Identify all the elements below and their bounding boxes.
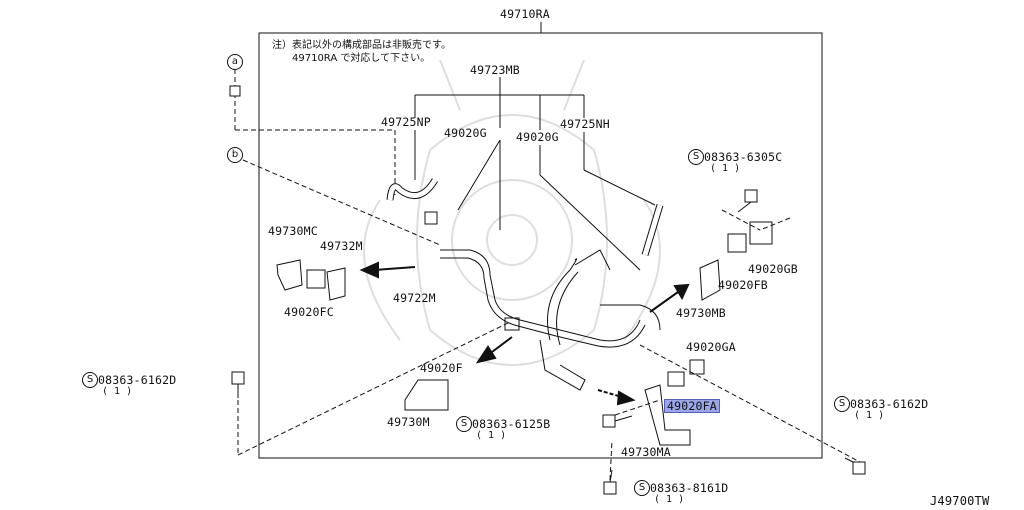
part-49020f[interactable]: 49020F xyxy=(420,361,463,375)
bolt-icon xyxy=(229,85,866,495)
bracket-49730m xyxy=(404,379,449,411)
watermark-logo xyxy=(363,59,661,366)
bolt-08363-8161d[interactable]: 08363-8161D xyxy=(650,481,729,495)
bracket-49730mc xyxy=(276,259,303,291)
bracket-49730ma xyxy=(644,384,691,446)
bolt-08363-6305c-qty: ( 1 ) xyxy=(710,163,741,174)
screw-symbol: S xyxy=(688,149,704,165)
part-49730mb[interactable]: 49730MB xyxy=(676,306,726,320)
screw-symbol: S xyxy=(634,480,650,496)
screw-symbol: S xyxy=(456,416,472,432)
ref-b-marker: b xyxy=(227,147,243,163)
bolt-08363-6162d-right[interactable]: 08363-6162D xyxy=(850,397,929,411)
ref-a-marker: a xyxy=(227,54,243,70)
bolt-08363-6125b-qty: ( 1 ) xyxy=(476,430,507,441)
clip-49020gb xyxy=(749,221,773,245)
part-49020fa-highlighted[interactable]: 49020FA xyxy=(664,399,720,413)
bracket-49730mb xyxy=(699,259,721,301)
part-49725np[interactable]: 49725NP xyxy=(381,115,431,129)
bolt-08363-6125b[interactable]: 08363-6125B xyxy=(472,417,551,431)
bolt-08363-8161d-qty: ( 1 ) xyxy=(654,494,685,505)
part-49020ga[interactable]: 49020GA xyxy=(686,340,736,354)
part-49732m[interactable]: 49732M xyxy=(320,239,363,253)
bolt-08363-6162d-left[interactable]: 08363-6162D xyxy=(98,373,177,387)
part-49020g-2[interactable]: 49020G xyxy=(516,130,559,144)
note-line-2: 49710RA で対応して下さい。 xyxy=(292,53,431,64)
bolt-08363-6162d-left-qty: ( 1 ) xyxy=(102,386,133,397)
part-49020fb[interactable]: 49020FB xyxy=(718,278,768,292)
part-49730ma[interactable]: 49730MA xyxy=(621,445,671,459)
part-49020gb[interactable]: 49020GB xyxy=(748,262,798,276)
bolt-08363-6162d-right-qty: ( 1 ) xyxy=(854,410,885,421)
part-49020g-1[interactable]: 49020G xyxy=(444,126,487,140)
clip-49020fb xyxy=(727,233,747,253)
part-49730m[interactable]: 49730M xyxy=(387,415,430,429)
part-49730mc[interactable]: 49730MC xyxy=(268,224,318,238)
part-49723mb[interactable]: 49723MB xyxy=(470,63,520,77)
screw-symbol: S xyxy=(82,372,98,388)
screw-symbol: S xyxy=(834,396,850,412)
note-line-1: 注）表記以外の構成部品は非販売です。 xyxy=(272,40,451,51)
clip-49020fc xyxy=(306,269,326,289)
diagram-id: J49700TW xyxy=(930,494,990,508)
part-49722m[interactable]: 49722M xyxy=(393,291,436,305)
part-49725nh[interactable]: 49725NH xyxy=(560,117,610,131)
bolt-08363-6305c[interactable]: 08363-6305C xyxy=(704,150,783,164)
part-49020fc[interactable]: 49020FC xyxy=(284,305,334,319)
assembly-label[interactable]: 49710RA xyxy=(500,7,550,21)
clip-49020ga xyxy=(667,371,685,387)
